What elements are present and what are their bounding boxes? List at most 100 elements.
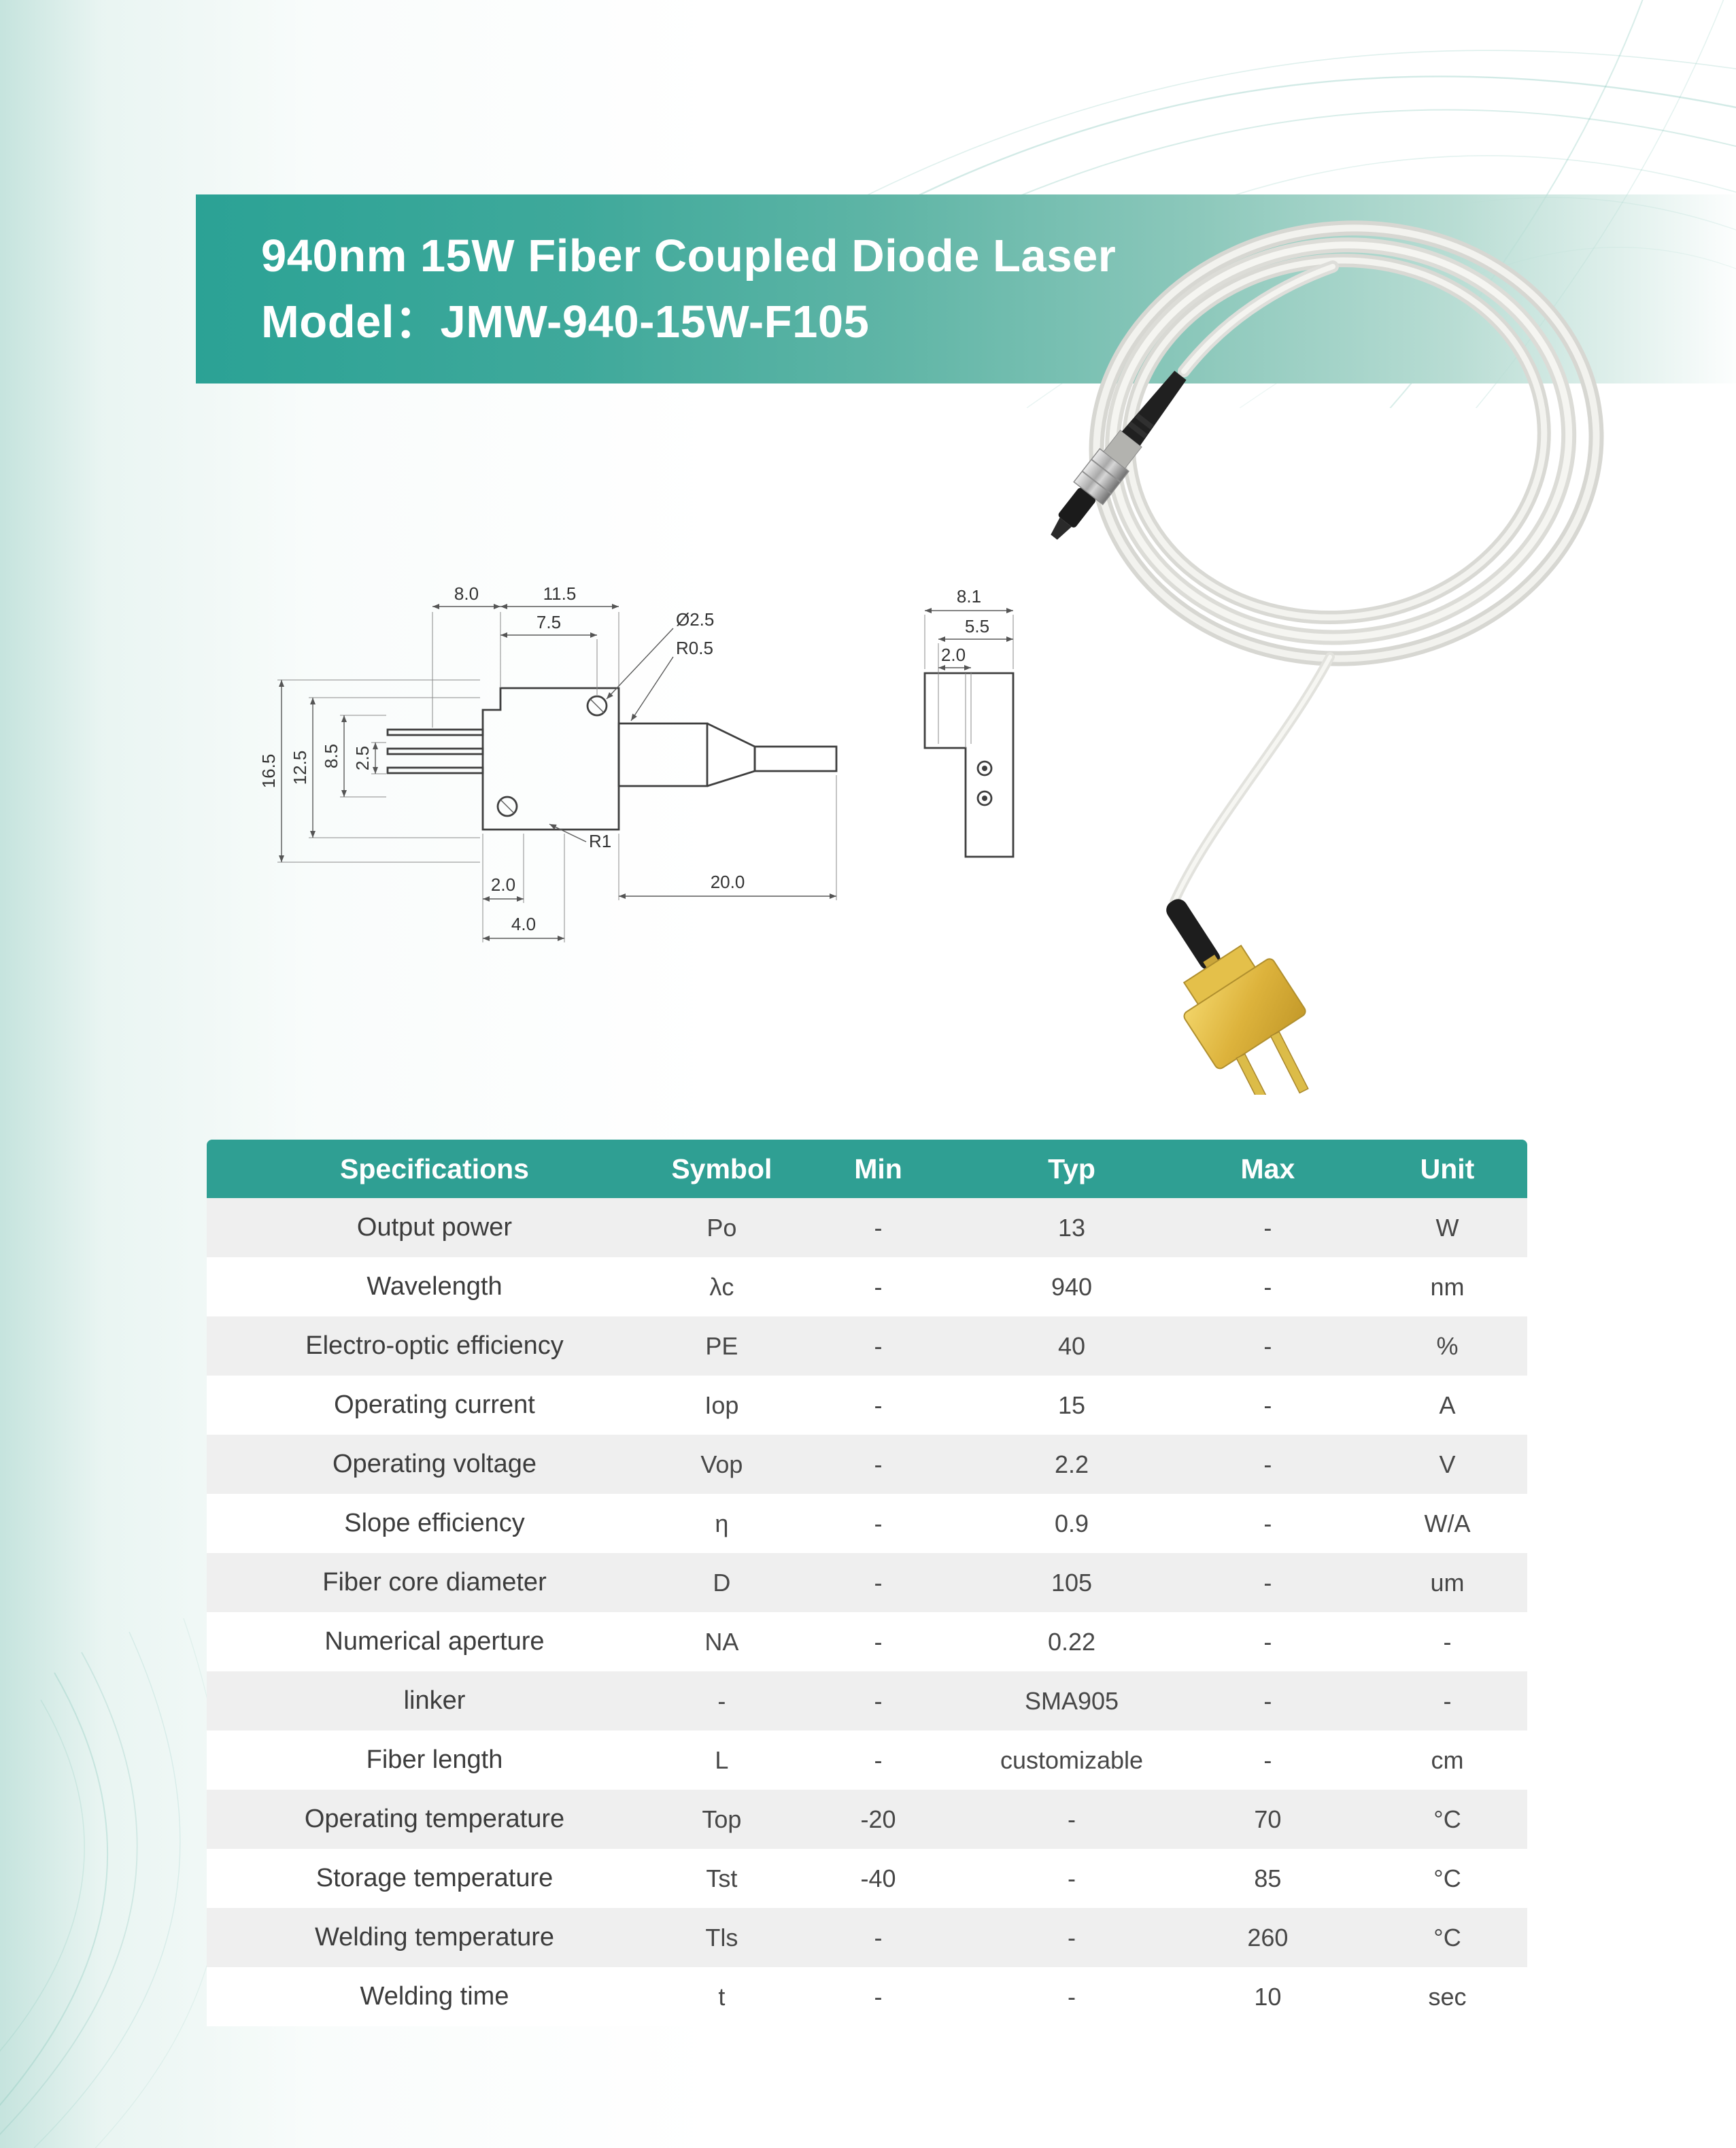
cell-min: -: [874, 1331, 883, 1360]
page-model-subtitle: Model：JMW-940-15W-F105: [261, 296, 870, 348]
cell-specification: Fiber core diameter: [322, 1568, 547, 1597]
cell-unit: W/A: [1424, 1509, 1471, 1537]
front-view-extension-lines: [924, 615, 1014, 744]
column-header-max: Max: [1168, 1140, 1367, 1198]
cell-typ: 940: [1051, 1272, 1093, 1301]
cell-specification: linker: [403, 1686, 466, 1715]
dim-label: 2.0: [941, 645, 966, 665]
side-view-dimension-lines: [279, 604, 836, 941]
dim-label: 12.5: [290, 751, 310, 785]
fiber-coil: [1089, 220, 1604, 666]
cell-symbol: Po: [707, 1213, 737, 1242]
dim-label: 8.5: [321, 744, 341, 768]
cell-symbol: PE: [705, 1331, 738, 1360]
cell-symbol: η: [715, 1509, 729, 1537]
dim-label: 2.0: [491, 874, 515, 895]
dim-label: 11.5: [543, 583, 577, 604]
fiber-strand-to-connector: [1178, 260, 1339, 377]
table-row: linker - - SMA905 - -: [207, 1671, 1527, 1731]
cell-typ: SMA905: [1024, 1686, 1119, 1715]
cell-unit: W: [1435, 1213, 1459, 1242]
dim-label: R0.5: [676, 638, 713, 658]
dim-label: 4.0: [511, 914, 536, 934]
cell-specification: Operating temperature: [304, 1805, 565, 1833]
sma905-connector: [1051, 371, 1187, 540]
cell-specification: Electro-optic efficiency: [305, 1331, 564, 1360]
front-view-outline: [923, 672, 1015, 858]
dim-label: R1: [589, 831, 611, 851]
cell-specification: Fiber length: [366, 1745, 503, 1774]
cell-specification: Slope efficiency: [344, 1509, 525, 1537]
cell-max: -: [1263, 1509, 1272, 1537]
column-header-typ: Typ: [975, 1140, 1168, 1198]
table-row: Welding time t - - 10 sec: [207, 1967, 1527, 2026]
table-row: Slope efficiency η - 0.9 - W/A: [207, 1494, 1527, 1553]
page-title: 940nm 15W Fiber Coupled Diode Laser: [261, 231, 1117, 282]
dim-label: 8.1: [957, 586, 981, 607]
cell-typ: 2.2: [1054, 1450, 1089, 1478]
table-row: Wavelength λc - 940 - nm: [207, 1257, 1527, 1316]
cell-symbol: L: [715, 1745, 729, 1774]
dim-label: 7.5: [537, 612, 561, 632]
cell-min: -: [874, 1272, 883, 1301]
cell-max: -: [1263, 1745, 1272, 1774]
cell-min: -: [874, 1745, 883, 1774]
front-view-dimension-lines: [925, 608, 1013, 670]
side-view-extension-lines: [277, 612, 837, 942]
cell-max: -: [1263, 1450, 1272, 1478]
cell-symbol: NA: [704, 1627, 739, 1656]
cell-max: -: [1263, 1686, 1272, 1715]
cell-typ: -: [1068, 1923, 1076, 1951]
table-row: Electro-optic efficiency PE - 40 - %: [207, 1316, 1527, 1376]
cell-unit: -: [1443, 1627, 1452, 1656]
cell-min: -: [874, 1568, 883, 1597]
cell-symbol: λc: [709, 1272, 734, 1301]
dim-label: Ø2.5: [676, 609, 714, 630]
cell-typ: -: [1068, 1805, 1076, 1833]
cell-max: -: [1263, 1272, 1272, 1301]
cell-specification: Wavelength: [367, 1272, 503, 1301]
cell-typ: 40: [1057, 1331, 1086, 1360]
side-view-outline: [386, 687, 838, 831]
diode-laser-package: [1166, 899, 1309, 1095]
cell-min: -: [874, 1686, 883, 1715]
cell-typ: 13: [1057, 1213, 1086, 1242]
cell-min: -: [874, 1509, 883, 1537]
cell-unit: %: [1436, 1331, 1459, 1360]
cell-unit: °C: [1433, 1864, 1461, 1892]
dimension-drawing: 8.0 11.5 7.5 Ø2.5 R0.5 16.5 12.5 8.5 2.5…: [258, 583, 1015, 942]
table-row: Numerical aperture NA - 0.22 - -: [207, 1612, 1527, 1671]
table-row: Operating voltage Vop - 2.2 - V: [207, 1435, 1527, 1494]
dim-label: 5.5: [965, 616, 989, 636]
cell-typ: 0.9: [1054, 1509, 1089, 1537]
cell-symbol: Tls: [705, 1923, 738, 1951]
product-photo: [1051, 220, 1604, 1095]
cell-min: -: [874, 1450, 883, 1478]
dim-label: 2.5: [352, 746, 373, 770]
dim-label: 16.5: [258, 754, 279, 789]
table-row: Operating current Iop - 15 - A: [207, 1376, 1527, 1435]
cell-max: -: [1263, 1627, 1272, 1656]
cell-unit: -: [1443, 1686, 1452, 1715]
cell-symbol: Tst: [706, 1864, 738, 1892]
column-header-unit: Unit: [1367, 1140, 1527, 1198]
decorative-swirl-bottom: [0, 1618, 226, 2148]
cell-unit: um: [1430, 1568, 1465, 1597]
cell-max: -: [1263, 1213, 1272, 1242]
table-header-row: Specifications Symbol Min Typ Max Unit: [207, 1140, 1527, 1198]
cell-max: 260: [1247, 1923, 1289, 1951]
cell-unit: V: [1439, 1450, 1456, 1478]
cell-typ: -: [1068, 1982, 1076, 2011]
package-pins: [386, 728, 484, 774]
table-row: Fiber length L - customizable - cm: [207, 1731, 1527, 1790]
cell-min: -: [874, 1982, 883, 2011]
cell-typ: customizable: [1000, 1745, 1144, 1774]
side-view-dimension-labels: 8.0 11.5 7.5 Ø2.5 R0.5 16.5 12.5 8.5 2.5…: [258, 583, 745, 934]
cell-specification: Welding time: [360, 1982, 509, 2011]
table-row: Welding temperature Tls - - 260 °C: [207, 1908, 1527, 1967]
table-row: Operating temperature Top -20 - 70 °C: [207, 1790, 1527, 1849]
cell-max: 10: [1254, 1982, 1282, 2011]
cell-specification: Output power: [356, 1213, 513, 1242]
column-header-min: Min: [781, 1140, 976, 1198]
